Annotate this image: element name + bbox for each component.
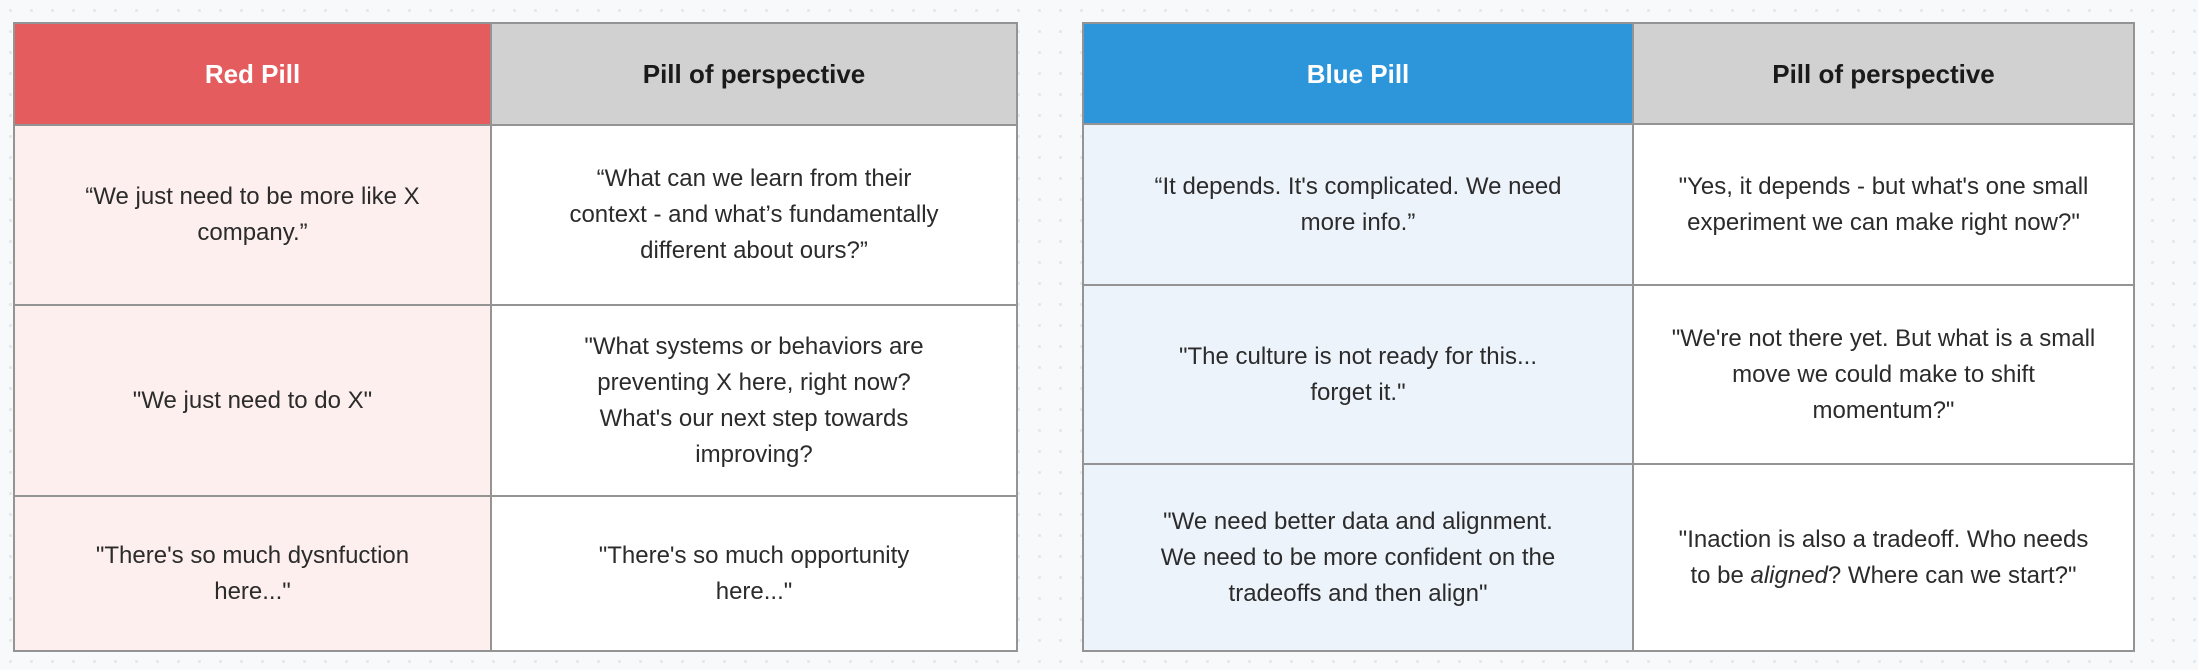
red-pill-quote-3: "There's so much dysnfuction here..." [95,541,410,605]
red-pill-table: Red Pill Pill of perspective “We just ne… [13,22,1018,652]
red-perspective-header-label: Pill of perspective [642,59,866,89]
red-perspective-header-cell: Pill of perspective [492,24,1016,126]
blue-perspective-cell-2: "We're not there yet. But what is a smal… [1634,286,2133,465]
blue-pill-quote-cell-3: "We need better data and alignment. We n… [1084,465,1634,650]
blue-perspective-quote-3: "Inaction is also a tradeoff. Who needs … [1679,522,2089,594]
blue-perspective-cell-3: "Inaction is also a tradeoff. Who needs … [1634,465,2133,650]
blue-pill-quote-cell-2: "The culture is not ready for this... fo… [1084,286,1634,465]
red-pill-header-cell: Red Pill [15,24,492,126]
blue-pill-header-label: Blue Pill [1306,58,1410,89]
red-pill-quote-cell-3: "There's so much dysnfuction here..." [15,497,492,650]
blue-perspective-cell-1: "Yes, it depends - but what's one small … [1634,125,2133,286]
blue-pill-quote-1: “It depends. It's complicated. We need m… [1154,172,1562,236]
red-perspective-quote-3: "There's so much opportunity here..." [598,541,910,605]
blue-pill-quote-2: "The culture is not ready for this... fo… [1178,342,1537,406]
blue-pill-quote-cell-1: “It depends. It's complicated. We need m… [1084,125,1634,286]
red-pill-quote-cell-2: "We just need to do X" [15,306,492,497]
blue-perspective-quote-3-prefix: "Inaction is also a tradeoff. Who needs … [1678,525,2089,589]
blue-perspective-quote-3-suffix: ? Where can we start?" [1827,561,2077,589]
blue-perspective-header-label: Pill of perspective [1772,58,1995,89]
blue-perspective-quote-3-italic-word: aligned [1750,561,1828,589]
red-perspective-cell-3: "There's so much opportunity here..." [492,497,1016,650]
red-perspective-cell-1: “What can we learn from their context - … [492,126,1016,306]
red-perspective-quote-1: “What can we learn from their context - … [569,165,939,264]
blue-perspective-header-cell: Pill of perspective [1634,24,2133,125]
red-pill-quote-cell-1: “We just need to be more like X company.… [15,126,492,306]
red-perspective-cell-2: "What systems or behaviors are preventin… [492,306,1016,497]
blue-perspective-quote-2: "We're not there yet. But what is a smal… [1671,324,2096,424]
red-pill-quote-2: "We just need to do X" [132,386,373,414]
blue-pill-quote-3: "We need better data and alignment. We n… [1160,507,1556,607]
red-pill-header-label: Red Pill [204,59,301,89]
blue-pill-header-cell: Blue Pill [1084,24,1634,125]
blue-perspective-quote-1: "Yes, it depends - but what's one small … [1678,172,2089,236]
blue-pill-table: Blue Pill Pill of perspective “It depend… [1082,22,2135,652]
red-pill-quote-1: “We just need to be more like X company.… [85,183,420,246]
red-perspective-quote-2: "What systems or behaviors are preventin… [584,332,924,468]
